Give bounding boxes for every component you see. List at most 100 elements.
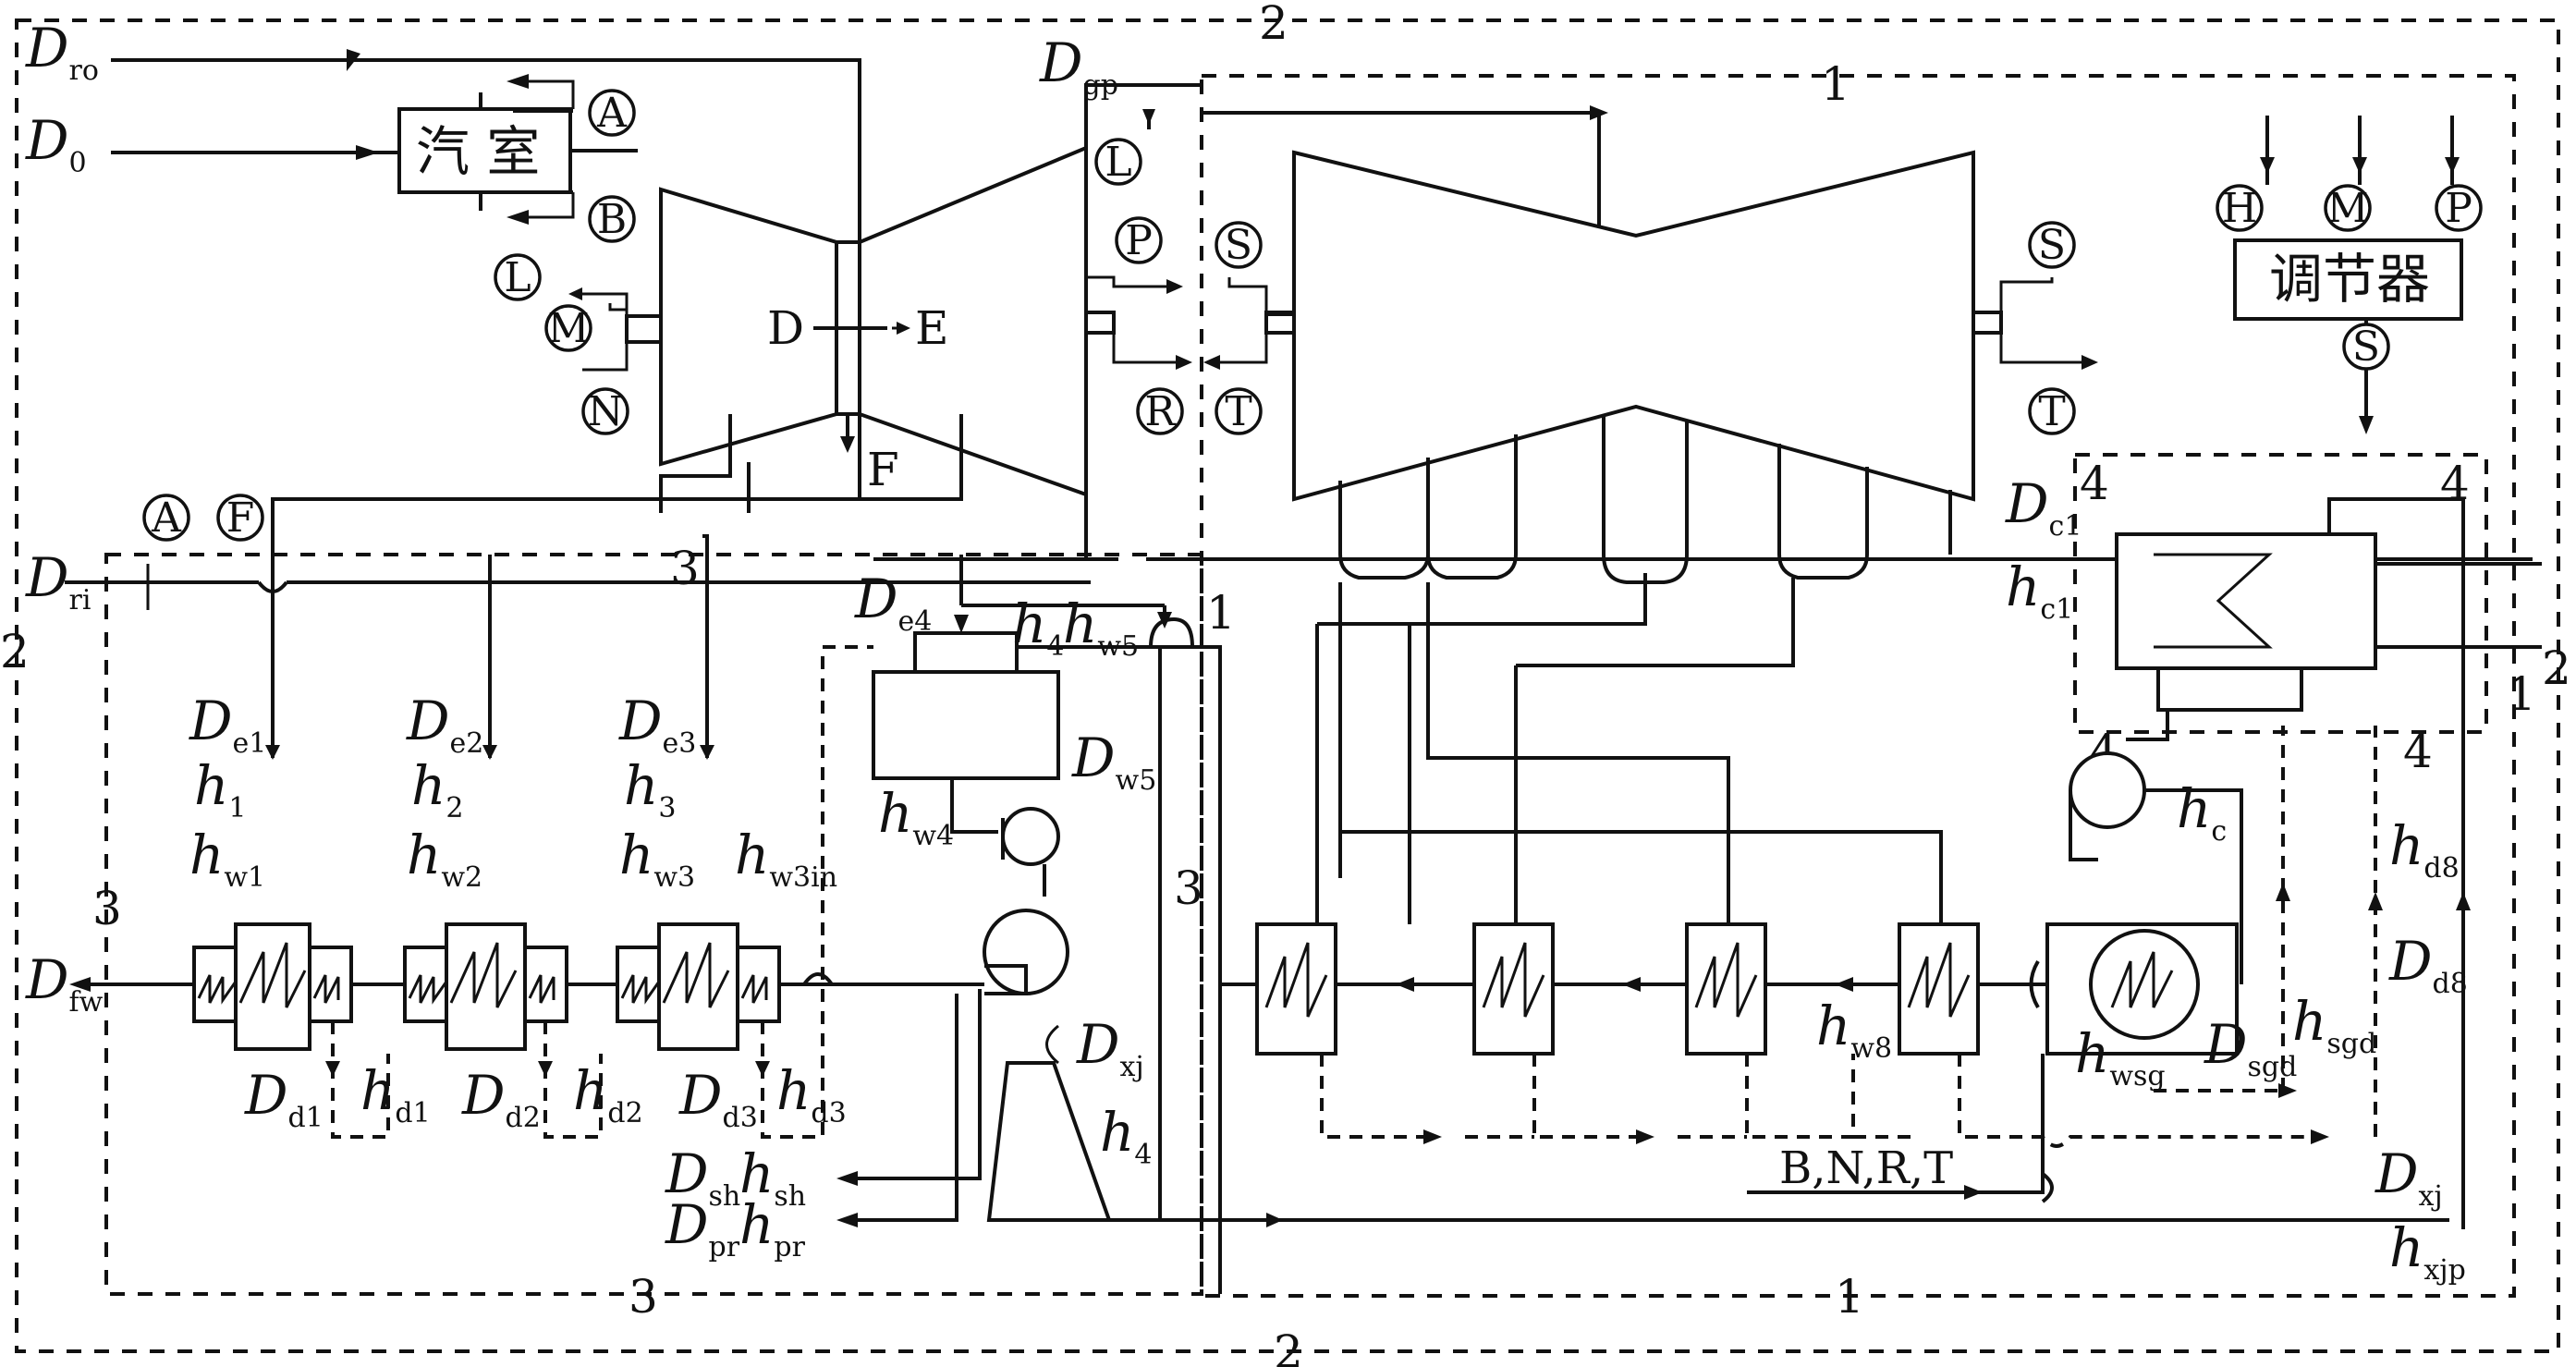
flow-label-d-pr: Dpr	[665, 1193, 740, 1263]
label-E: E	[915, 301, 949, 355]
flow-label-d-sh: Dsh	[665, 1142, 740, 1213]
region-4-a: 4	[2080, 457, 2109, 510]
flow-label-h-w8: hw8	[1816, 995, 1892, 1065]
flow-label-d-xj2: Dxj	[2375, 1142, 2443, 1213]
boundary-3	[104, 553, 1203, 1296]
flow-label-d-e2: De2	[406, 690, 483, 760]
flow-label-d-ri: Dri	[25, 546, 91, 616]
region-3-a: 3	[670, 542, 700, 595]
circle-M3: M	[2326, 185, 2368, 232]
steam-chest	[397, 107, 572, 194]
deaerator-tank	[872, 670, 1060, 780]
flow-label-h-d1: hd1	[360, 1059, 431, 1129]
hp-heater-3	[616, 922, 781, 1051]
circle-F2: F	[226, 494, 255, 542]
region-2-bottom: 2	[1274, 1325, 1303, 1367]
flow-label-h-w5: hw5	[1063, 592, 1139, 663]
region-3-b: 3	[92, 882, 122, 935]
flow-label-h-sgd: hsgd	[2292, 990, 2376, 1060]
deaerator-head	[913, 631, 1019, 674]
lp-extraction-lines	[1338, 416, 1952, 555]
flow-label-h-1: h1	[194, 754, 246, 824]
circle-B1: B	[597, 196, 627, 243]
circle-L2: L	[1105, 139, 1131, 186]
flow-label-h-w2: hw2	[407, 824, 482, 894]
flow-label-d-d3: Dd3	[678, 1064, 758, 1134]
flow-label-h-w3: hw3	[619, 824, 695, 894]
regulator	[2233, 238, 2463, 321]
bnrt-label: B,N,R,T	[1779, 1142, 1953, 1194]
flow-label-h-2: h2	[411, 754, 463, 824]
feed-pump-turbine	[986, 1061, 1112, 1222]
flow-label-h-w1: hw1	[189, 824, 265, 894]
flow-label-d-e1: De1	[189, 690, 266, 760]
label-F: F	[867, 443, 899, 496]
circle-T1: T	[1225, 388, 1251, 435]
flow-label-h-xjp: hxjp	[2389, 1216, 2466, 1287]
region-4-b: 4	[2440, 457, 2470, 510]
circle-A1: A	[596, 90, 628, 137]
region-1-right: 1	[2507, 667, 2536, 721]
flow-label-d-d8: Dd8	[2388, 930, 2468, 1000]
flow-label-d-d1: Dd1	[244, 1064, 324, 1134]
flow-label-d-sgd: Dsgd	[2204, 1013, 2297, 1083]
boundary-2	[15, 18, 2560, 1353]
flow-label-h-pr: hpr	[739, 1193, 806, 1263]
region-1-bottom: 1	[1835, 1270, 1864, 1324]
condensate-pump	[2069, 751, 2146, 829]
flow-label-d-0: D0	[25, 109, 87, 179]
label-D: D	[767, 301, 804, 355]
flow-label-h-c1: hc1	[2006, 555, 2073, 626]
flow-label-d-e4: De4	[854, 568, 932, 638]
lp-heater-6	[1472, 922, 1555, 1056]
lp-heater-8	[1898, 922, 1980, 1056]
circled-labels: A B L M N L P R S T S T H M P S A F	[142, 89, 2483, 542]
circle-M1: M	[547, 305, 589, 352]
circle-S2: S	[2038, 222, 2066, 269]
flow-label-d-gp: Dgp	[1039, 31, 1118, 102]
region-3-c: 3	[1174, 861, 1203, 915]
circle-P3: P	[2445, 185, 2472, 232]
circle-A2: A	[151, 494, 182, 542]
regulator-label: 调节器	[2269, 248, 2430, 311]
boundary-4	[2073, 453, 2488, 734]
circle-S3: S	[2352, 323, 2380, 371]
flow-label-d-xj: Dxj	[1076, 1013, 1144, 1083]
region-3-d: 3	[629, 1270, 658, 1324]
region-4-d: 4	[2403, 725, 2433, 778]
flow-label-d-fw: Dfw	[25, 948, 104, 1019]
lp-heater-7	[1685, 922, 1767, 1056]
circle-P1: P	[1125, 217, 1153, 264]
lp-turbine	[1292, 150, 1975, 502]
booster-pump	[1001, 807, 1060, 866]
flow-label-h-sh: hsh	[739, 1142, 806, 1213]
region-1-mid: 1	[1206, 586, 1236, 640]
circle-L1: L	[504, 254, 531, 301]
region-1-top: 1	[1821, 57, 1850, 111]
circle-N1: N	[588, 388, 624, 435]
circle-R1: R	[1144, 388, 1177, 435]
gland-steam-heater	[2045, 922, 2239, 1056]
flow-label-h-w3in: hw3in	[735, 824, 837, 894]
flow-label-d-d2: Dd2	[461, 1064, 541, 1134]
hp-heater-1	[192, 922, 353, 1051]
flow-label-h-wsg: hwsg	[2075, 1022, 2166, 1092]
flow-label-h-4b: h4	[1100, 1101, 1152, 1171]
hp-heater-2	[403, 922, 568, 1051]
circle-H3: H	[2222, 185, 2257, 232]
flow-label-h-c: hc	[2177, 777, 2227, 848]
region-2-left: 2	[0, 625, 30, 678]
lp-heater-5	[1255, 922, 1337, 1056]
flow-label-h-d8: hd8	[2389, 814, 2460, 885]
flow-label-h-4a: h4	[1012, 592, 1064, 663]
boundary-1	[1200, 74, 2516, 1298]
flow-label-h-d2: hd2	[573, 1059, 643, 1129]
flow-label-d-e3: De3	[618, 690, 696, 760]
hp-turbine	[659, 187, 838, 467]
region-2-top: 2	[1259, 0, 1288, 50]
flow-label-d-c1: Dc1	[2005, 472, 2082, 543]
flow-label-h-3: h3	[624, 754, 676, 824]
flow-label-d-w5: Dw5	[1071, 726, 1156, 797]
